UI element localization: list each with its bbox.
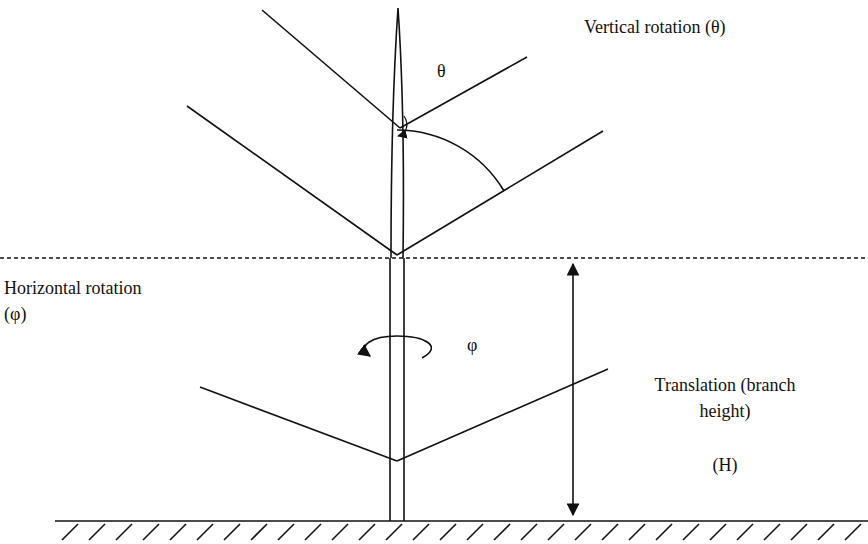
branch-height-line [0,257,868,258]
rotation-arrow [398,116,407,136]
ground-hatch [62,524,861,540]
branch [262,10,400,128]
annotation-label: φ [467,332,497,358]
branch [400,57,527,128]
branch [187,106,397,255]
ground-line [55,520,868,522]
height-arrow [572,264,574,515]
trunk [389,258,391,521]
rotation-arrow [365,336,432,358]
annotation-label: θ [437,58,467,84]
angle-arc [397,130,504,191]
stem-axis [391,8,403,258]
branch [397,369,608,461]
annotation-label: Translation (branch height) [640,372,810,424]
branch [200,387,397,461]
annotation-label: Vertical rotation (θ) [584,14,864,40]
annotation-label: Horizontal rotation (φ) [4,275,164,327]
branch [397,131,603,255]
annotation-label: (H) [695,452,755,478]
trunk [403,258,405,521]
